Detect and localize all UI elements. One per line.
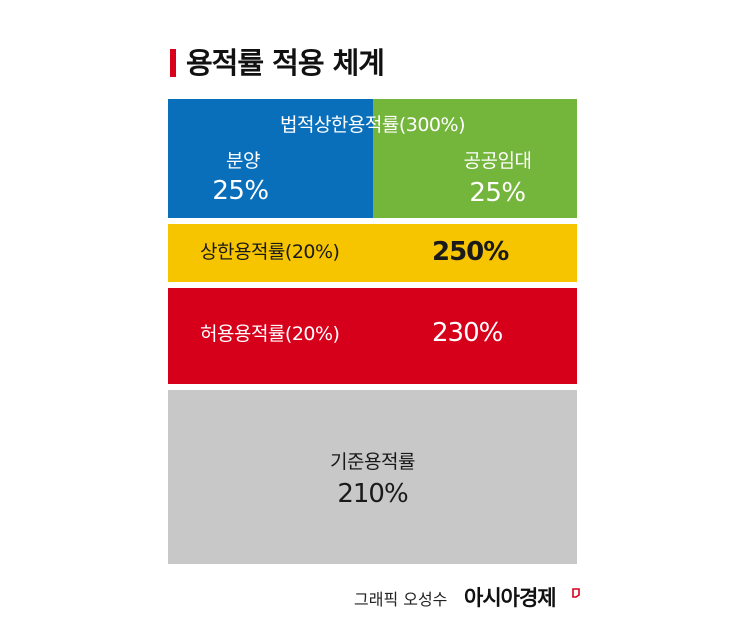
base-block [168, 390, 577, 564]
sale-value: 25% [212, 176, 269, 206]
upper-limit-value: 250% [432, 237, 509, 267]
brand-logo: 아시아경제 [464, 586, 557, 610]
allowable-label: 허용용적률(20%) [200, 323, 340, 345]
upper-limit-block [168, 224, 577, 282]
upper-limit-label: 상한용적률(20%) [200, 241, 340, 263]
public-rental-value: 25% [469, 178, 526, 208]
allowable-block [168, 288, 577, 384]
brand-mark-icon [572, 588, 580, 598]
title-accent-bar [170, 49, 176, 77]
graphic-credit: 그래픽 오성수 [354, 590, 448, 609]
allowable-value: 230% [432, 318, 503, 348]
legal-max-label: 법적상한용적률(300%) [279, 114, 466, 136]
page-title: 용적률 적용 체계 [186, 46, 385, 80]
base-label: 기준용적률 [330, 451, 415, 473]
public-rental-block [373, 99, 577, 218]
public-rental-label: 공공임대 [463, 150, 532, 172]
base-value: 210% [337, 479, 408, 509]
sale-label: 분양 [226, 150, 260, 172]
sale-block [168, 99, 373, 218]
